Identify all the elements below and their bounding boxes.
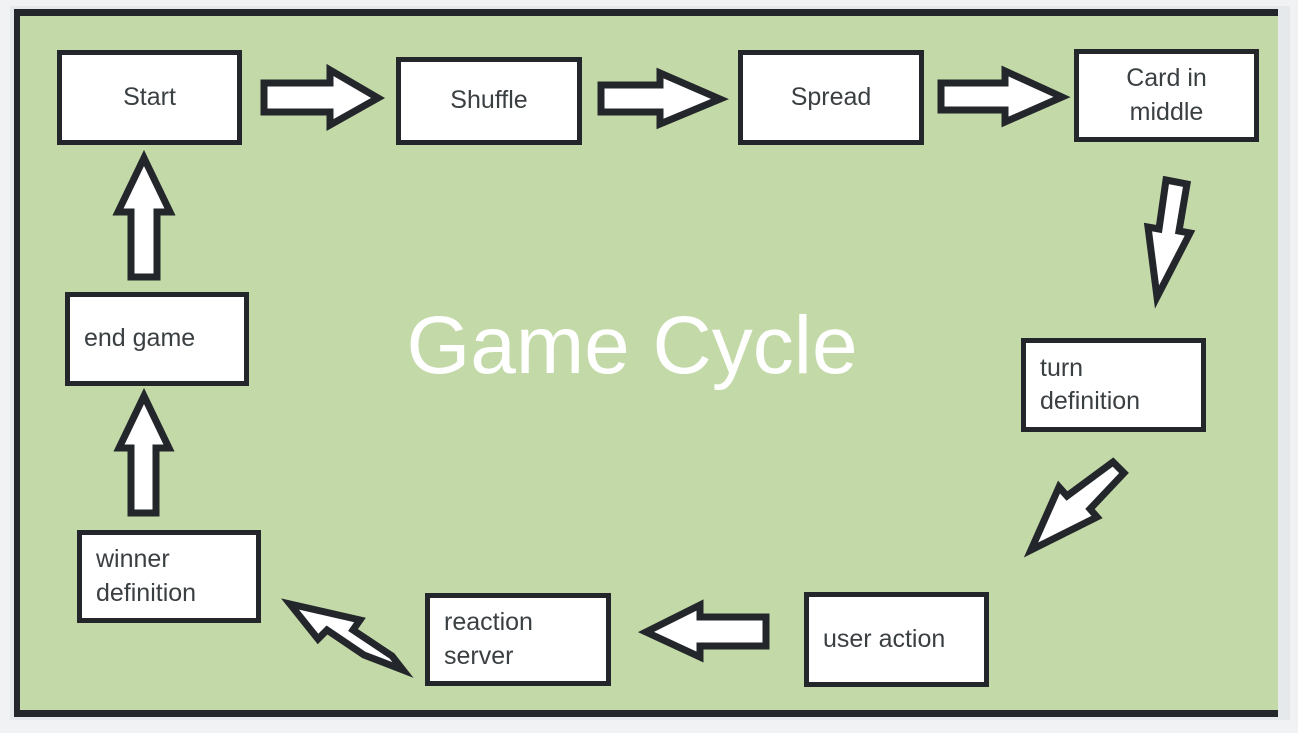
node-turn-definition[interactable]: turn definition xyxy=(1021,338,1206,432)
page-title: Game Cycle xyxy=(406,300,858,391)
node-label: Card in middle xyxy=(1126,64,1207,126)
node-shuffle[interactable]: Shuffle xyxy=(396,57,582,145)
node-start[interactable]: Start xyxy=(57,50,242,145)
node-card-in-middle[interactable]: Card in middle xyxy=(1074,49,1259,142)
node-user-action[interactable]: user action xyxy=(804,592,989,687)
node-label: Start xyxy=(123,82,176,111)
node-label: winner definition xyxy=(96,545,197,607)
node-label: end game xyxy=(84,324,196,353)
node-label: turn definition xyxy=(1040,353,1141,415)
node-reaction-server[interactable]: reaction server xyxy=(425,593,611,686)
node-end-game[interactable]: end game xyxy=(65,292,249,386)
node-spread[interactable]: Spread xyxy=(738,50,924,145)
node-label: user action xyxy=(823,624,946,653)
node-winner-definition[interactable]: winner definition xyxy=(77,530,261,623)
node-label: Shuffle xyxy=(450,86,528,115)
node-label: Spread xyxy=(790,82,872,111)
node-label: reaction server xyxy=(444,608,533,670)
